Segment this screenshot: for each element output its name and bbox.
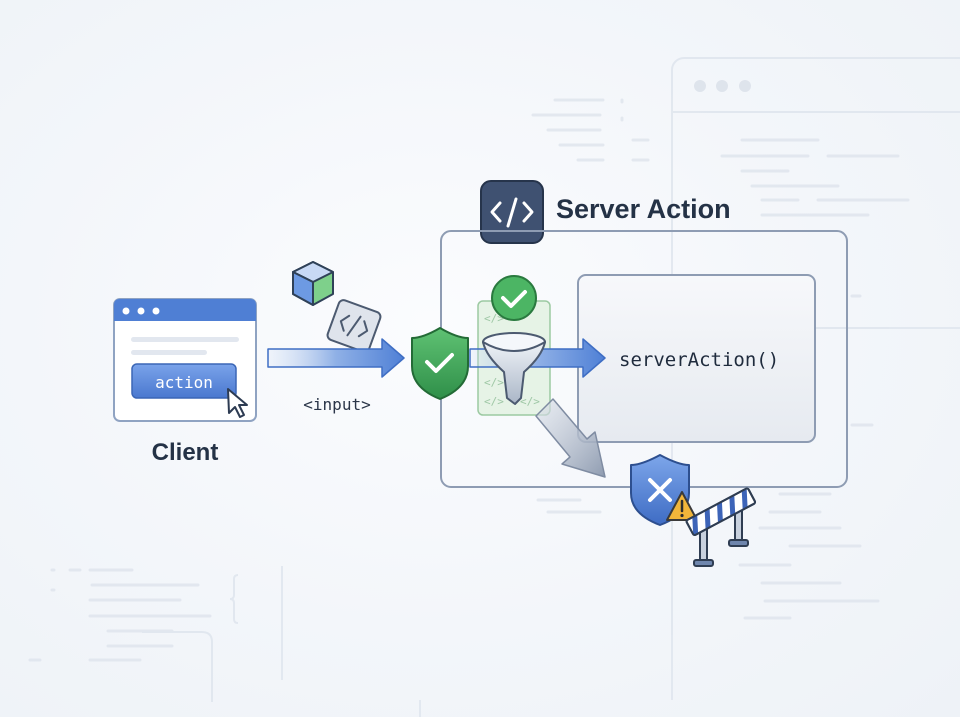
shield-check-icon	[411, 327, 469, 400]
cube-icon	[292, 261, 334, 306]
mouse-pointer-icon	[227, 388, 248, 418]
code-brackets-icon	[490, 197, 534, 228]
input-label: <input>	[303, 395, 370, 414]
filter-code-token: </>	[520, 395, 540, 408]
background-window	[671, 57, 960, 329]
server-action-title: Server Action	[556, 194, 731, 224]
filter-code-token: </>	[484, 395, 504, 408]
code-file-icon	[326, 299, 382, 353]
client-title: Client	[152, 439, 219, 466]
filter-code-token: </>	[484, 376, 504, 389]
background-decoration	[28, 57, 960, 717]
client-action-button[interactable]: action	[131, 363, 237, 399]
server-function-label: serverAction()	[619, 349, 779, 371]
check-circle-icon	[491, 275, 537, 321]
client-action-button-label: action	[155, 373, 213, 392]
funnel-icon	[482, 332, 546, 405]
rejected-flow-arrow	[535, 398, 606, 478]
input-flow-arrow	[267, 338, 405, 378]
warning-triangle-icon	[666, 491, 698, 521]
road-barrier-icon	[685, 487, 757, 567]
server-action-badge	[480, 180, 544, 244]
